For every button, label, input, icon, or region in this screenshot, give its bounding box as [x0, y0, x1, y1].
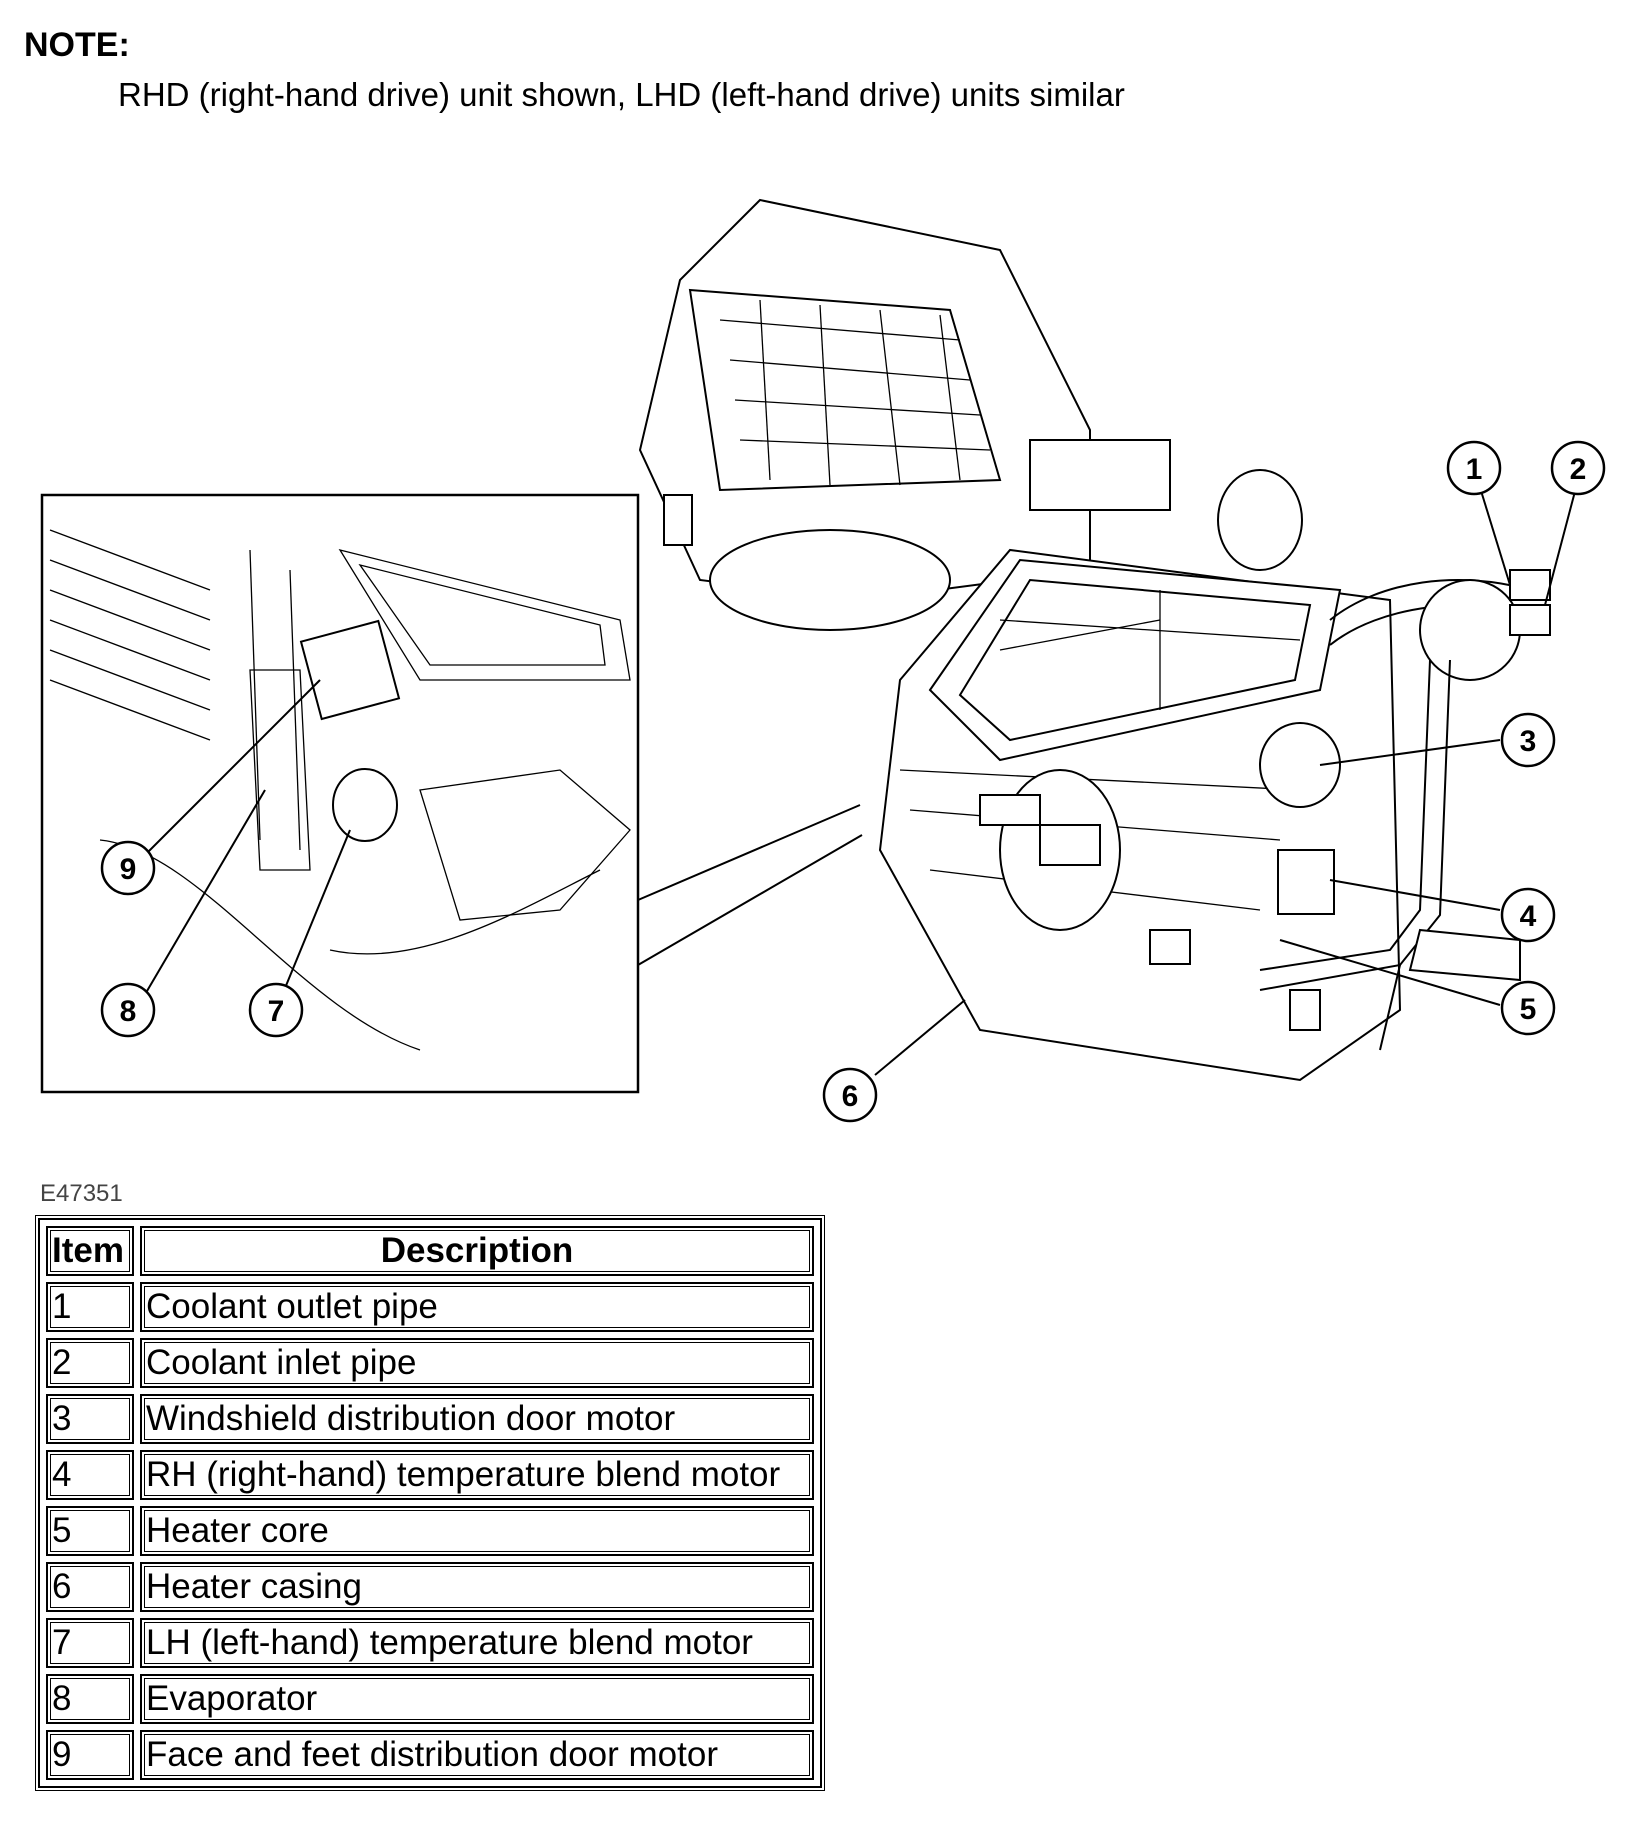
callout-7: 7 [248, 982, 304, 1038]
callout-2: 2 [1550, 440, 1606, 496]
callout-1: 1 [1446, 440, 1502, 496]
callout-3: 3 [1500, 712, 1556, 768]
heater-casing-drawing [878, 548, 1402, 1082]
svg-text:4: 4 [1520, 900, 1537, 933]
note-title: NOTE: [24, 26, 130, 64]
item-description: RH (right-hand) temperature blend motor [140, 1450, 814, 1500]
item-description: Heater casing [140, 1562, 814, 1612]
heater-assembly-illustration: 1 2 3 4 5 6 7 8 9 [40, 198, 1606, 1123]
rh-blend-motor-shape [1277, 849, 1335, 915]
svg-text:7: 7 [268, 995, 285, 1028]
item-description: Evaporator [140, 1674, 814, 1724]
item-description: LH (left-hand) temperature blend motor [140, 1618, 814, 1668]
callout-6: 6 [822, 1067, 878, 1123]
callout-4: 4 [1500, 887, 1556, 943]
item-number: 7 [46, 1618, 134, 1668]
windshield-motor-shape [1259, 722, 1341, 808]
item-number: 8 [46, 1674, 134, 1724]
callout-5: 5 [1500, 980, 1556, 1036]
item-number: 5 [46, 1506, 134, 1556]
item-description: Windshield distribution door motor [140, 1394, 814, 1444]
column-header-description: Description [140, 1226, 814, 1276]
blower-housing [638, 198, 1303, 631]
svg-text:9: 9 [120, 853, 137, 886]
callout-9: 9 [100, 840, 156, 896]
svg-text:5: 5 [1520, 993, 1537, 1026]
item-number: 4 [46, 1450, 134, 1500]
svg-text:2: 2 [1570, 453, 1587, 486]
svg-text:1: 1 [1466, 453, 1483, 486]
item-number: 3 [46, 1394, 134, 1444]
svg-text:6: 6 [842, 1080, 859, 1113]
item-description: Face and feet distribution door motor [140, 1730, 814, 1780]
column-header-item: Item [46, 1226, 134, 1276]
item-number: 6 [46, 1562, 134, 1612]
table-header-row: Item Description [46, 1226, 814, 1276]
coolant-pipes-drawing [1259, 569, 1551, 1051]
svg-text:8: 8 [120, 995, 137, 1028]
item-number: 2 [46, 1338, 134, 1388]
item-number: 9 [46, 1730, 134, 1780]
note-text: RHD (right-hand drive) unit shown, LHD (… [118, 76, 1125, 113]
item-description: Coolant inlet pipe [140, 1338, 814, 1388]
callout-8: 8 [100, 982, 156, 1038]
leader-lines [874, 467, 1579, 1076]
svg-text:3: 3 [1520, 725, 1537, 758]
figure-id: E47351 [40, 1180, 123, 1207]
item-description: Heater core [140, 1506, 814, 1556]
item-number: 1 [46, 1282, 134, 1332]
item-description: Coolant outlet pipe [140, 1282, 814, 1332]
